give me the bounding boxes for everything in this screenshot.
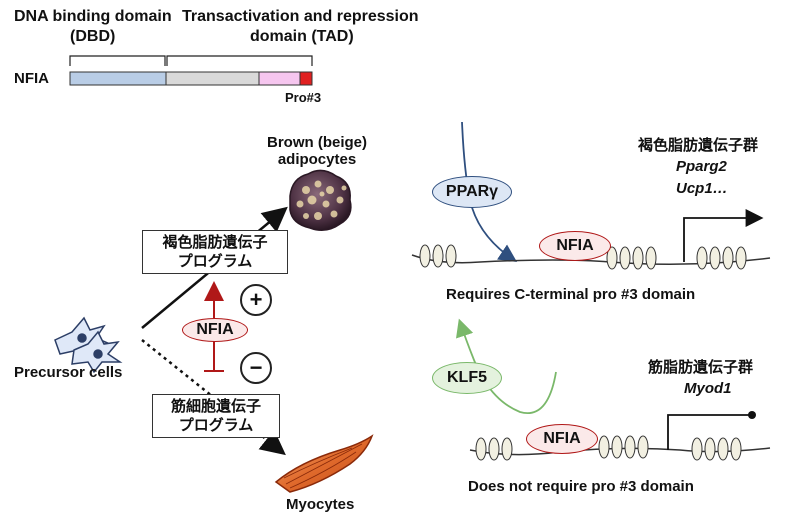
dbd-bracket <box>69 55 166 66</box>
top-genes-title: 褐色脂肪遺伝子群 <box>638 137 759 154</box>
nfia-protein-bar <box>69 71 313 86</box>
nfia-repression-bar <box>204 340 224 372</box>
plus-circle: + <box>240 284 272 316</box>
top-gene-pparg2: Pparg2 <box>676 158 727 175</box>
bottom-tss-marker <box>667 414 752 450</box>
pparg-oval: PPARγ <box>432 176 512 208</box>
brown-gene-program-box: 褐色脂肪遺伝子 プログラム <box>142 230 288 274</box>
bottom-nucleosomes <box>475 435 742 461</box>
precursor-cells-label: Precursor cells <box>14 364 123 381</box>
bottom-caption: Does not require pro #3 domain <box>468 478 694 495</box>
myocyte-icon <box>274 434 374 493</box>
top-nucleosomes <box>419 244 747 270</box>
bottom-gene-myod1: Myod1 <box>684 380 732 397</box>
precursor-cells-icon <box>54 316 123 374</box>
tad-label-line2: domain (TAD) <box>250 28 354 45</box>
myocytes-label: Myocytes <box>286 496 355 513</box>
dbd-label-line1: DNA binding domain <box>14 8 172 25</box>
top-nfia-oval: NFIA <box>539 231 611 261</box>
klf5-curve-arrow <box>456 318 557 414</box>
bottom-genes-title: 筋脂肪遺伝子群 <box>648 359 754 376</box>
left-nfia-oval: NFIA <box>182 318 248 342</box>
pink-segment <box>258 71 301 86</box>
bottom-nfia-oval: NFIA <box>526 424 598 454</box>
klf5-oval: KLF5 <box>432 362 502 394</box>
top-caption: Requires C-terminal pro #3 domain <box>446 286 696 303</box>
tad-segment <box>165 71 260 86</box>
dbd-label-line2: (DBD) <box>70 28 116 45</box>
dbd-segment <box>69 71 167 86</box>
bottom-tss-dot <box>748 411 756 419</box>
tad-label-line1: Transactivation and repression <box>182 8 419 25</box>
pro3-label: Pro#3 <box>285 90 322 105</box>
tad-bracket <box>166 55 313 66</box>
brown-adipocyte-icon <box>289 169 352 231</box>
top-gene-ucp1: Ucp1… <box>676 180 728 197</box>
top-tss-arrow <box>683 209 764 262</box>
protein-name-label: NFIA <box>14 70 49 87</box>
brown-adipocytes-label: Brown (beige) adipocytes <box>267 134 367 168</box>
pro3-segment <box>299 71 313 86</box>
muscle-gene-program-box: 筋細胞遺伝子 プログラム <box>152 394 280 438</box>
minus-circle: − <box>240 352 272 384</box>
